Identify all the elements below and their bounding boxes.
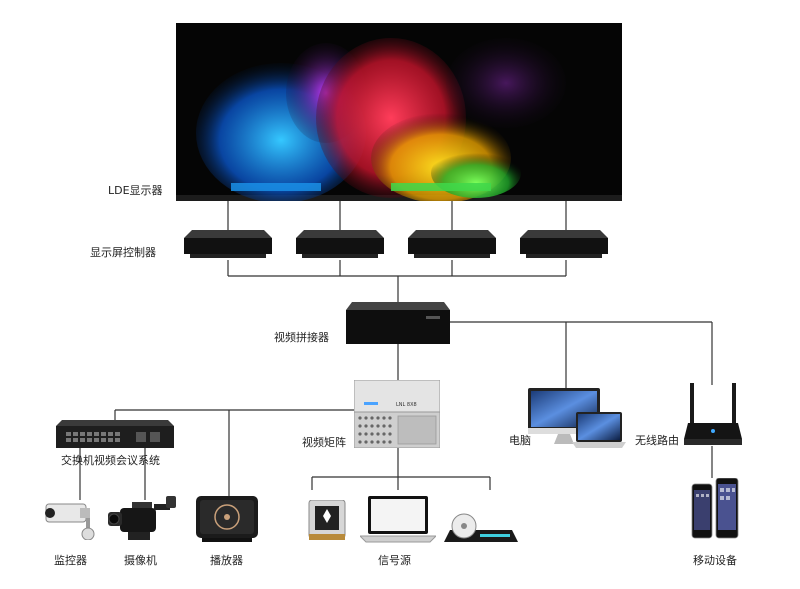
disc-player-icon — [444, 513, 518, 542]
laptop-icon — [360, 496, 436, 543]
switch-conference-label: 交换机视频会议系统 — [61, 454, 160, 467]
video-matrix-device — [354, 380, 440, 448]
player-device-icon — [196, 496, 258, 542]
wireless-router-device — [684, 383, 742, 445]
display-controller-1 — [184, 230, 272, 258]
display-controller-2 — [296, 230, 384, 258]
media-box-icon — [308, 500, 346, 540]
wireless-router-label: 无线路由 — [635, 434, 679, 447]
display-controller-label: 显示屏控制器 — [90, 246, 156, 259]
mobile-phones-icon — [691, 478, 739, 539]
display-controller-3 — [408, 230, 496, 258]
led-display-wall — [176, 23, 622, 201]
security-camera-icon — [45, 503, 95, 540]
video-matrix-label: 视频矩阵 — [302, 436, 346, 449]
switch-device — [56, 420, 174, 448]
video-splicer-label: 视频拼接器 — [274, 331, 329, 344]
pc-device — [528, 388, 626, 448]
camcorder-label: 摄像机 — [124, 554, 157, 567]
camcorder-icon — [108, 496, 176, 540]
matrix-brand-text: LNL 8X8 — [396, 402, 417, 408]
display-controller-4 — [520, 230, 608, 258]
video-splicer-device — [346, 302, 450, 344]
player-label: 播放器 — [210, 554, 243, 567]
led-display-label: LDE显示器 — [108, 184, 163, 197]
mobile-devices-label: 移动设备 — [693, 554, 737, 567]
pc-label: 电脑 — [509, 434, 531, 447]
signal-source-label: 信号源 — [378, 554, 411, 567]
monitor-camera-label: 监控器 — [54, 554, 87, 567]
